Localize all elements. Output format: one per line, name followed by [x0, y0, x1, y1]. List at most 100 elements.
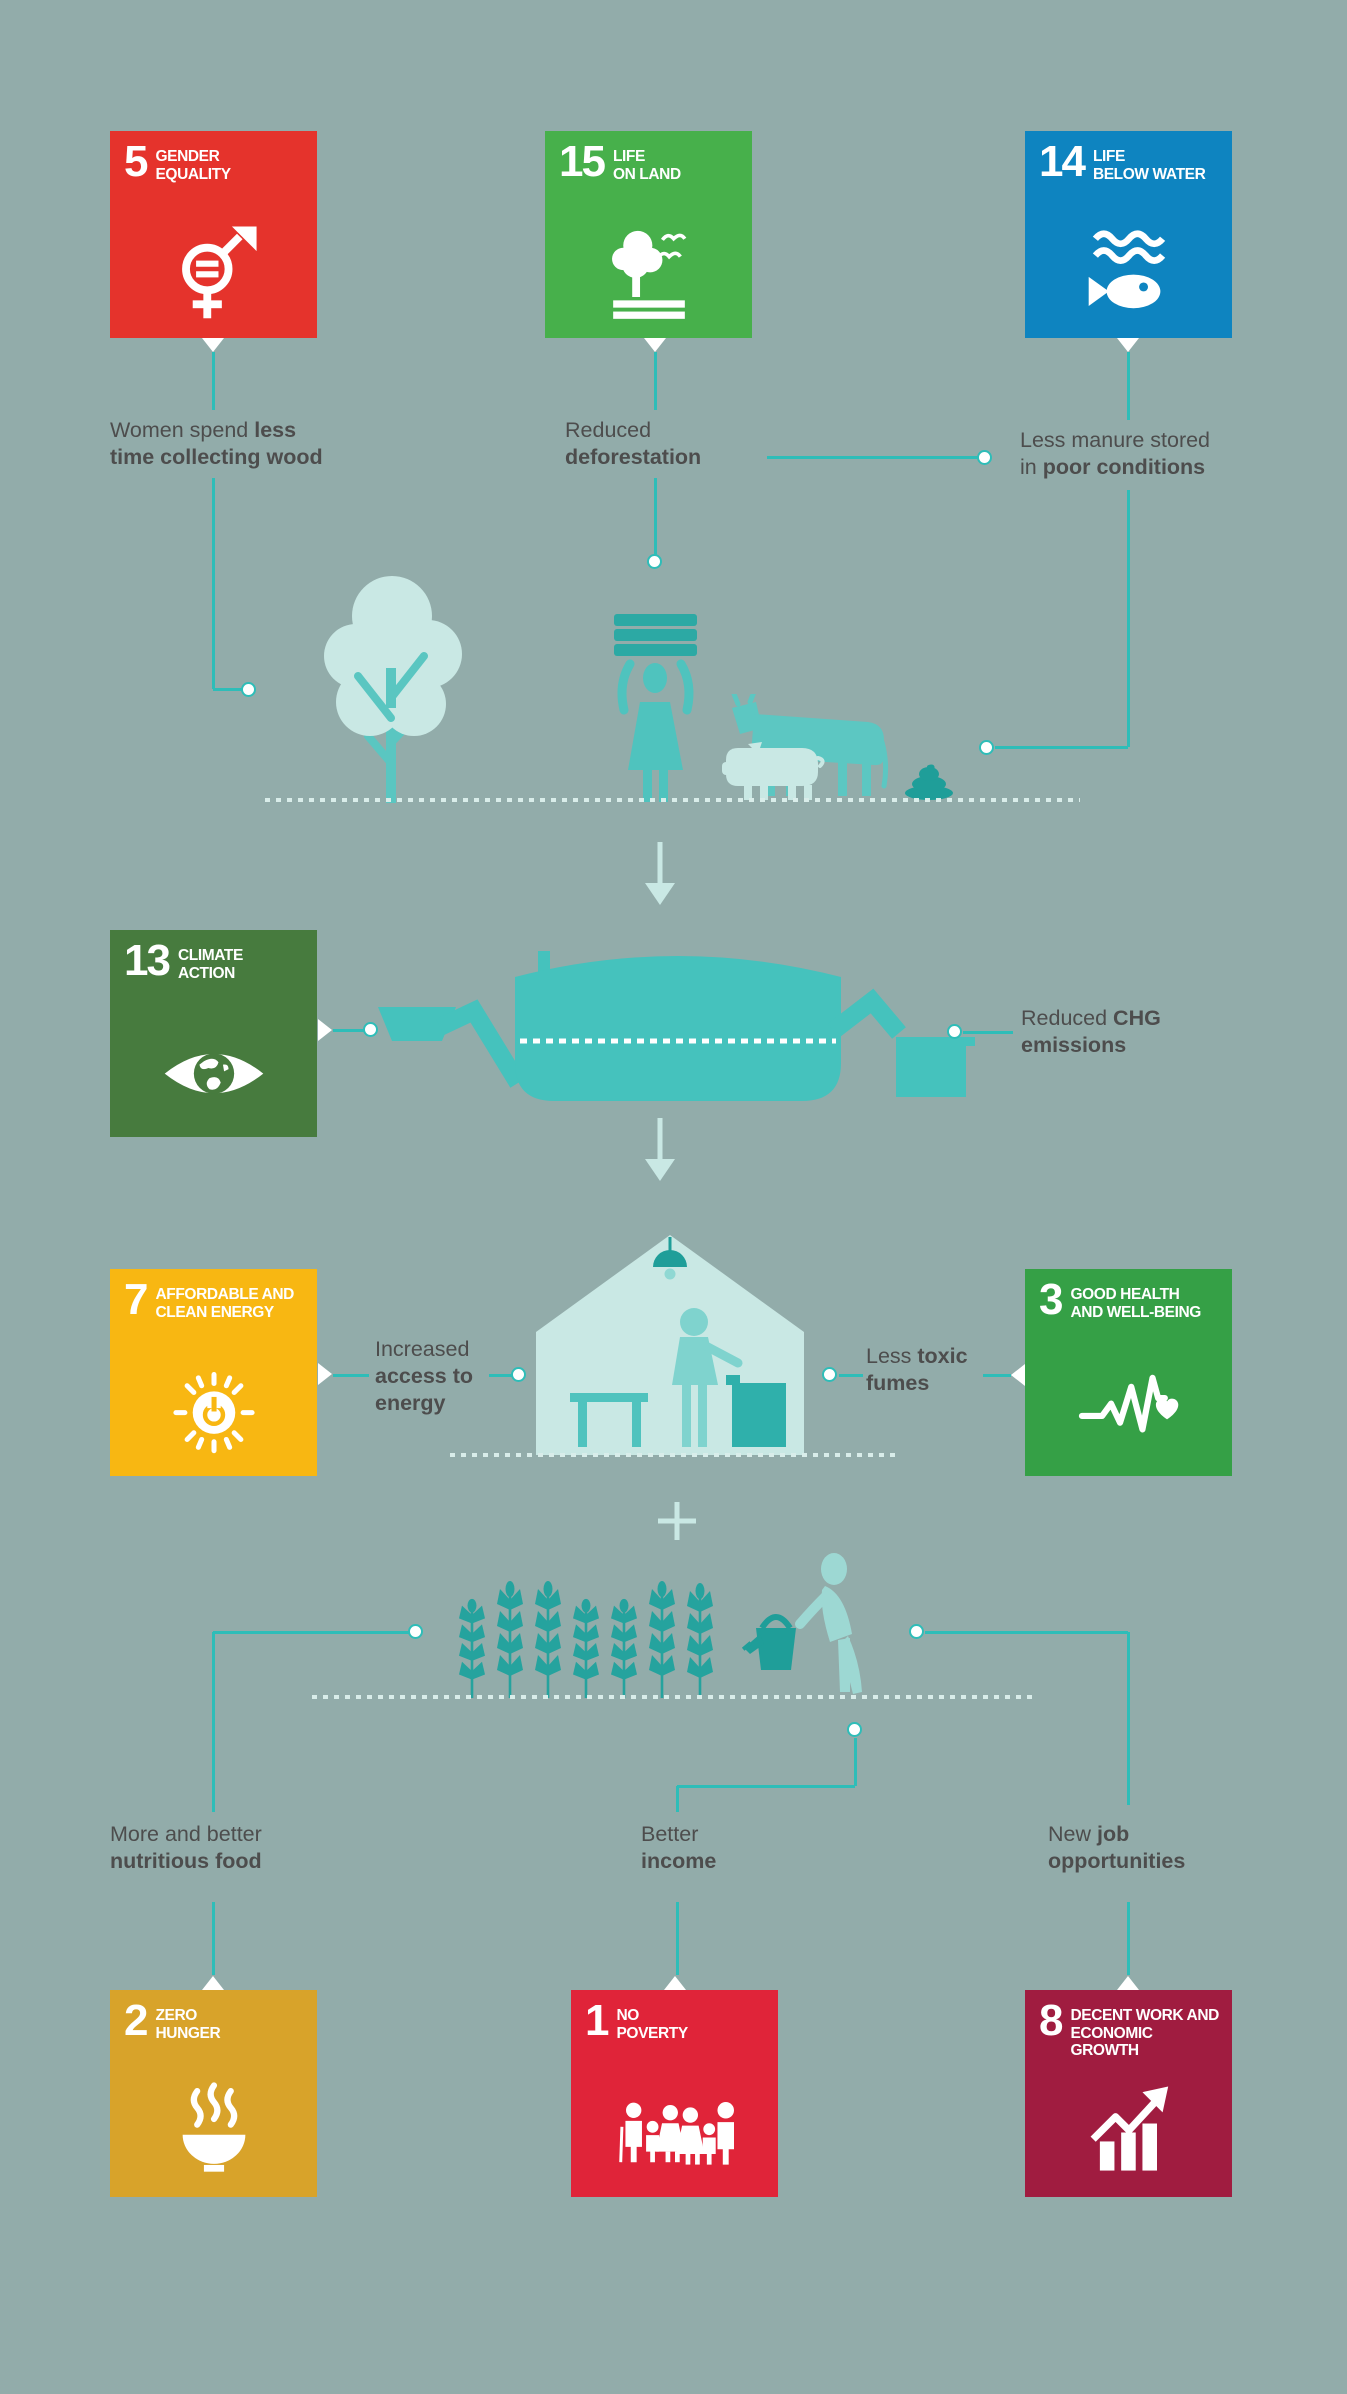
- ground-dotted-line: [312, 1695, 1035, 1699]
- connector-line: [211, 1902, 215, 1975]
- down-arrow-icon: [645, 1118, 675, 1181]
- connector-line: [211, 352, 215, 410]
- connector-line: [653, 478, 657, 555]
- benefit-label-manure: Less manure stored in poor conditions: [1020, 427, 1210, 481]
- connector-line: [489, 1373, 512, 1377]
- connector-line: [213, 1630, 409, 1634]
- label-text: Reduced: [565, 418, 652, 442]
- label-text-bold: CHG: [1113, 1006, 1161, 1030]
- benefit-label-income: Better income: [641, 1821, 716, 1875]
- goal-title-line1: LIFE: [612, 148, 645, 165]
- connector-line: [675, 1786, 679, 1812]
- affordable-clean-energy-icon: [110, 1337, 317, 1476]
- goal-title-line2: HUNGER: [155, 2024, 221, 2042]
- connector-arrowhead: [1117, 1976, 1139, 1990]
- goal-title-line2: CLEAN ENERGY: [155, 1303, 274, 1321]
- label-text-bold: access to: [375, 1364, 474, 1388]
- goal-number: 13: [124, 936, 171, 985]
- connector-dot: [977, 450, 992, 465]
- goal-title-line2: AND WELL-BEING: [1070, 1303, 1201, 1321]
- connector-dot: [363, 1022, 378, 1037]
- connector-line: [333, 1373, 369, 1377]
- wheat-crops-illustration: [459, 1581, 713, 1698]
- label-text: New: [1048, 1822, 1097, 1846]
- goal-number: 1: [585, 1996, 610, 2045]
- label-text-bold: job: [1096, 1822, 1130, 1846]
- label-text-bold: income: [641, 1849, 717, 1873]
- life-below-water-icon: [1025, 199, 1232, 338]
- connector-line: [333, 1028, 364, 1032]
- ground-dotted-line: [265, 798, 1080, 802]
- connector-line: [839, 1373, 863, 1377]
- label-text-bold: poor conditions: [1042, 455, 1206, 479]
- goal-title-line2: ECONOMIC GROWTH: [1070, 2024, 1153, 2060]
- goal-title-line1: NO: [616, 2007, 639, 2024]
- connector-dot: [822, 1367, 837, 1382]
- connector-line: [1126, 352, 1130, 420]
- connector-line: [963, 1030, 1013, 1034]
- connector-line: [675, 1902, 679, 1975]
- connector-line: [677, 1784, 855, 1788]
- connector-dot: [847, 1722, 862, 1737]
- goal-number: 14: [1039, 137, 1086, 186]
- connector-line: [925, 1630, 1128, 1634]
- label-text: in: [1020, 455, 1043, 479]
- benefit-label-energy-access: Increased access to energy: [375, 1336, 473, 1417]
- label-text-bold: opportunities: [1048, 1849, 1186, 1873]
- label-text: Better: [641, 1822, 699, 1846]
- zero-hunger-icon: [110, 2058, 317, 2197]
- label-text-bold: time collecting wood: [110, 445, 323, 469]
- connector-line: [1126, 1902, 1130, 1975]
- tree-illustration: [324, 576, 462, 803]
- label-text-bold: emissions: [1021, 1033, 1127, 1057]
- benefit-label-deforestation: Reduced deforestation: [565, 417, 701, 471]
- label-text: Less manure stored: [1020, 428, 1211, 452]
- connector-arrowhead: [644, 338, 666, 352]
- label-text-bold: fumes: [866, 1371, 930, 1395]
- goal-number: 2: [124, 1996, 149, 2045]
- good-health-icon: [1025, 1337, 1232, 1476]
- connector-dot: [408, 1624, 423, 1639]
- label-text: More and better: [110, 1822, 262, 1846]
- connector-arrowhead: [318, 1019, 332, 1041]
- connector-dot: [511, 1367, 526, 1382]
- life-on-land-icon: [545, 199, 752, 338]
- goal-title-line2: ON LAND: [612, 165, 681, 183]
- farmer-watering-illustration: [742, 1553, 862, 1694]
- manure-pile-illustration: [905, 764, 953, 800]
- goal-number: 7: [124, 1275, 149, 1324]
- connector-line: [983, 1373, 1011, 1377]
- goal-number: 15: [559, 137, 606, 186]
- house-cooking-illustration: [536, 1235, 804, 1455]
- connector-line: [653, 352, 657, 410]
- benefit-label-food: More and better nutritious food: [110, 1821, 262, 1875]
- connector-arrowhead: [1011, 1364, 1025, 1386]
- label-text: Less: [866, 1344, 918, 1368]
- connector-line: [1126, 1632, 1130, 1805]
- pig-illustration: [722, 742, 825, 800]
- benefit-label-chg-emissions: Reduced CHG emissions: [1021, 1005, 1161, 1059]
- ground-dotted-line: [450, 1453, 900, 1457]
- goal-title-line2: ACTION: [177, 964, 235, 982]
- connector-line: [213, 687, 242, 691]
- connector-line: [211, 1632, 215, 1812]
- connector-line: [1126, 490, 1130, 747]
- goal-title-line1: DECENT WORK AND: [1070, 2007, 1219, 2024]
- goal-title-line1: ZERO: [155, 2007, 197, 2024]
- goal-title-line2: POVERTY: [616, 2024, 688, 2042]
